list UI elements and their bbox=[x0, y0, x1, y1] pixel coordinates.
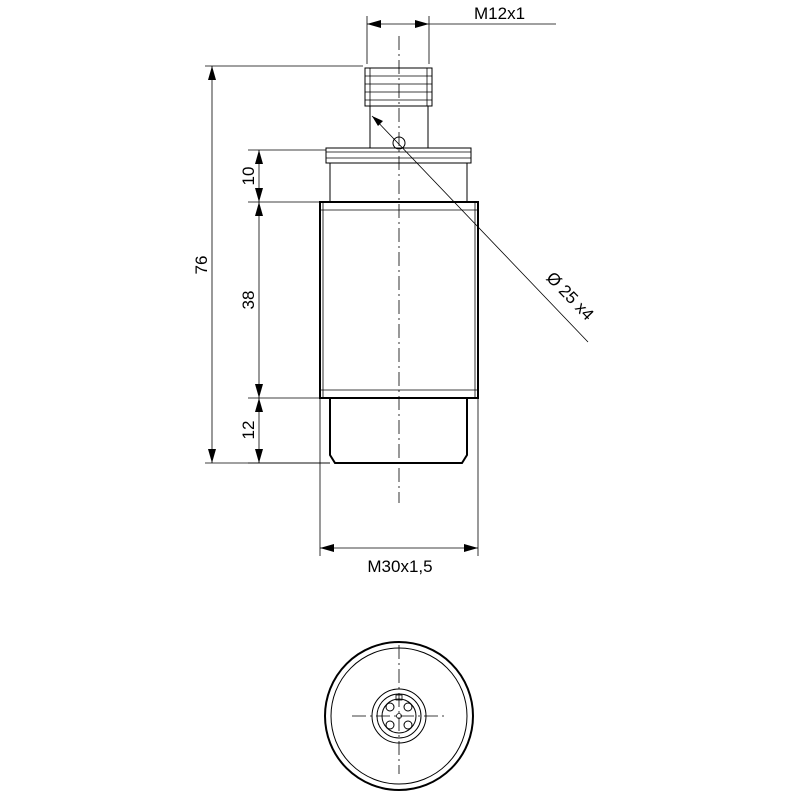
end-view bbox=[324, 641, 474, 791]
side-view: M12x1 76 10 38 12 bbox=[192, 4, 597, 576]
dim-m30 bbox=[319, 398, 479, 556]
end-view-key bbox=[395, 694, 403, 701]
end-view-connector-inner bbox=[381, 698, 417, 734]
dim-m30-label: M30x1,5 bbox=[367, 557, 432, 576]
dim-overall-label: 76 bbox=[192, 256, 211, 275]
dim-overall bbox=[205, 65, 363, 464]
dim-m12-label: M12x1 bbox=[474, 4, 525, 23]
lower-cap bbox=[329, 398, 468, 464]
hole-leader bbox=[371, 115, 589, 343]
end-view-inner-ring bbox=[330, 647, 468, 785]
upper-collar bbox=[325, 147, 472, 203]
end-view-connector-mid bbox=[376, 693, 422, 739]
pin-3 bbox=[385, 720, 395, 730]
dim-top-label: 10 bbox=[239, 167, 258, 186]
end-view-connector-outer bbox=[371, 688, 427, 744]
pin-4 bbox=[403, 720, 413, 730]
m12-connector bbox=[364, 67, 433, 149]
dim-bottom-label: 12 bbox=[239, 421, 258, 440]
pin-1 bbox=[385, 702, 395, 712]
pin-center bbox=[396, 713, 402, 719]
dim-middle-label: 38 bbox=[239, 291, 258, 310]
pin-2 bbox=[403, 702, 413, 712]
hole-callout-label: Ø 25 x4 bbox=[542, 268, 597, 324]
hole-marker bbox=[392, 136, 406, 150]
dim-m12 bbox=[366, 16, 556, 64]
dim-sections bbox=[248, 149, 330, 464]
end-view-outer-ring bbox=[324, 641, 474, 791]
